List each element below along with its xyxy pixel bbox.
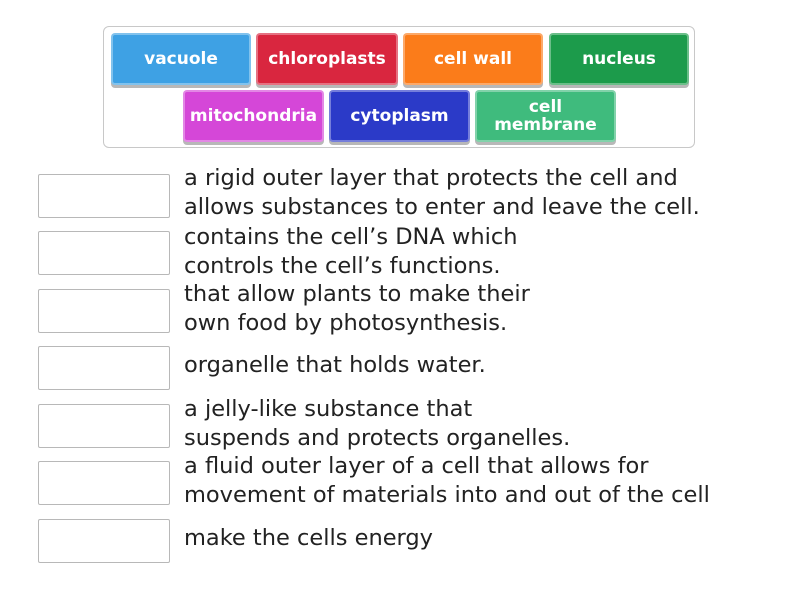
answer-drop-box[interactable] [38,289,170,333]
list-item: a fluid outer layer of a cell that allow… [38,452,778,510]
tile-label: nucleus [582,49,656,69]
tile-mitochondria[interactable]: mitochondria [183,90,324,142]
tile-vacuole[interactable]: vacuole [111,33,251,85]
list-item: organelle that holds water. [38,338,778,396]
list-item: that allow plants to make their own food… [38,280,778,338]
tile-label: cell wall [433,49,512,69]
tile-label: cell membrane [494,97,597,135]
tile-cell-wall[interactable]: cell wall [403,33,543,85]
prompt-text: make the cells energy [184,525,433,551]
prompt-text: that allow plants to make their own food… [184,281,530,336]
answer-drop-box[interactable] [38,519,170,563]
answer-drop-box[interactable] [38,231,170,275]
list-item: a jelly-like substance that suspends and… [38,395,778,453]
tile-cytoplasm[interactable]: cytoplasm [329,90,470,142]
tile-label: cytoplasm [350,106,449,126]
prompt-text: organelle that holds water. [184,352,486,378]
prompt-text: a fluid outer layer of a cell that allow… [184,453,710,508]
tile-label: mitochondria [189,106,318,126]
tile-label: vacuole [144,49,218,69]
answer-drop-box[interactable] [38,404,170,448]
tile-cell-membrane[interactable]: cell membrane [475,90,616,142]
prompt-text: contains the cell’s DNA which controls t… [184,224,518,279]
tile-label: chloroplasts [268,49,386,69]
tile-nucleus[interactable]: nucleus [549,33,689,85]
answer-drop-box[interactable] [38,461,170,505]
list-item: make the cells energy [38,510,778,568]
answer-drop-box[interactable] [38,174,170,218]
tile-chloroplasts[interactable]: chloroplasts [256,33,398,85]
prompt-text: a rigid outer layer that protects the ce… [184,165,700,220]
prompt-text: a jelly-like substance that suspends and… [184,396,571,451]
list-item: contains the cell’s DNA which controls t… [38,223,778,281]
list-item: a rigid outer layer that protects the ce… [38,165,778,223]
answer-drop-box[interactable] [38,346,170,390]
